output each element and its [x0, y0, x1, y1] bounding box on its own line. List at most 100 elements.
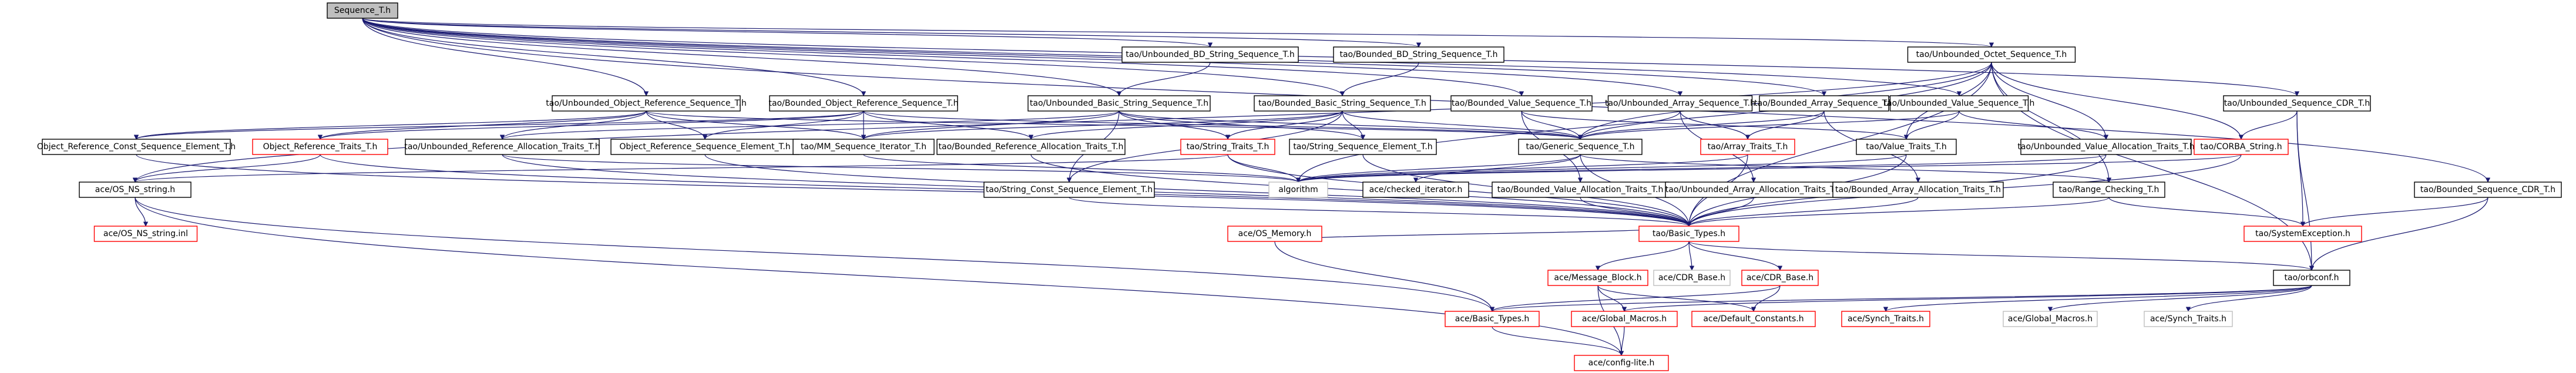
node-n28[interactable]: algorithm — [1268, 182, 1328, 198]
edge-n3-to-n26 — [1991, 62, 2244, 140]
node-label: ace/config-lite.h — [1588, 358, 1655, 368]
node-n24[interactable]: tao/Value_Traits_T.h — [1856, 139, 1957, 155]
node-n43[interactable]: ace/Basic_Types.h — [1445, 311, 1540, 327]
node-label: tao/Array_Traits_T.h — [1708, 142, 1788, 152]
node-label: Object_Reference_Traits_T.h — [263, 142, 378, 152]
node-n5[interactable]: tao/Bounded_Object_Reference_Sequence_T.… — [768, 95, 959, 112]
node-n25[interactable]: tao/Unbounded_Value_Allocation_Traits_T.… — [2017, 139, 2195, 155]
node-n29[interactable]: ace/checked_iterator.h — [1362, 182, 1469, 198]
node-n14[interactable]: Object_Reference_Traits_T.h — [252, 139, 388, 155]
edge-n40-to-n43 — [1489, 285, 1781, 312]
node-label: ace/CDR_Base.h — [1747, 273, 1813, 283]
node-label: tao/Generic_Sequence_T.h — [1526, 142, 1635, 152]
node-n26[interactable]: tao/CORBA_String.h — [2194, 139, 2289, 155]
node-box — [1362, 182, 1469, 198]
node-box — [1841, 311, 1930, 327]
node-n1[interactable]: tao/Unbounded_BD_String_Sequence_T.h — [1121, 46, 1299, 63]
node-label: Sequence_T.h — [334, 6, 391, 15]
node-box — [1333, 46, 1504, 63]
node-box — [1700, 139, 1795, 155]
node-n15[interactable]: tao/Unbounded_Reference_Allocation_Trait… — [404, 139, 600, 155]
edge-n36-to-n43 — [1274, 241, 1495, 312]
node-n12[interactable]: tao/Unbounded_Sequence_CDR_T.h — [2223, 95, 2371, 112]
node-n48[interactable]: ace/Synch_Traits.h — [2144, 311, 2233, 327]
node-n22[interactable]: tao/Generic_Sequence_T.h — [1518, 139, 1643, 155]
node-n19[interactable]: tao/String_Traits_T.h — [1180, 139, 1275, 155]
edge-n40-to-n44 — [1751, 285, 1781, 312]
node-label: ace/Basic_Types.h — [1455, 314, 1529, 324]
node-box — [1832, 182, 2004, 198]
edge-n3-to-n33 — [1991, 62, 2112, 183]
node-label: Object_Reference_Sequence_Element_T.h — [619, 142, 790, 152]
edge-n25-to-n28 — [1296, 154, 2107, 183]
node-box — [405, 139, 600, 155]
node-n37[interactable]: tao/Basic_Types.h — [1638, 226, 1739, 242]
node-box — [1638, 226, 1739, 242]
edge-n3-to-n25 — [1991, 62, 2109, 140]
node-box — [2414, 182, 2562, 198]
edge-n24-to-n28 — [1296, 154, 1907, 183]
node-n35[interactable]: ace/OS_NS_string.inl — [93, 226, 198, 242]
node-n18[interactable]: tao/Bounded_Reference_Allocation_Traits_… — [936, 139, 1126, 155]
node-n36[interactable]: ace/OS_Memory.h — [1227, 226, 1322, 242]
edge-n42-to-n45 — [1622, 285, 2312, 312]
node-box — [1268, 182, 1328, 198]
edge-n14-to-n27 — [132, 154, 321, 183]
node-n6[interactable]: tao/Unbounded_Basic_String_Sequence_T.h — [1027, 95, 1211, 112]
edge-n6-to-n21 — [1119, 110, 1366, 140]
node-n7[interactable]: tao/Bounded_Basic_String_Sequence_T.h — [1254, 95, 1431, 112]
edge-n27-to-n35 — [135, 197, 149, 227]
node-n8[interactable]: tao/Bounded_Value_Sequence_T.h — [1450, 95, 1593, 112]
node-label: algorithm — [1278, 185, 1318, 194]
node-n4[interactable]: tao/Unbounded_Object_Reference_Sequence_… — [546, 95, 747, 112]
node-n44[interactable]: ace/Default_Constants.h — [1691, 311, 1816, 327]
edge-n0-to-n7 — [362, 18, 1345, 96]
node-n3[interactable]: tao/Unbounded_Octet_Sequence_T.h — [1907, 46, 2076, 63]
node-n31[interactable]: tao/Unbounded_Array_Allocation_Traits_T.… — [1665, 182, 1842, 198]
node-box — [1289, 139, 1437, 155]
node-label: tao/Bounded_BD_String_Sequence_T.h — [1339, 50, 1497, 59]
node-n41[interactable]: ace/Message_Block.h — [1547, 270, 1648, 286]
edge-n27-to-n49 — [135, 197, 1624, 356]
edge-n42-to-n46 — [1883, 285, 2312, 312]
node-box — [1227, 226, 1322, 242]
node-n34[interactable]: tao/Bounded_Sequence_CDR_T.h — [2414, 182, 2562, 198]
node-n38[interactable]: tao/SystemException.h — [2243, 226, 2362, 242]
node-n30[interactable]: tao/Bounded_Value_Allocation_Traits_T.h — [1492, 182, 1669, 198]
node-n17[interactable]: tao/MM_Sequence_Iterator_T.h — [792, 139, 935, 155]
node-label: tao/Unbounded_Reference_Allocation_Trait… — [404, 142, 600, 152]
node-n49[interactable]: ace/config-lite.h — [1574, 355, 1669, 371]
node-n40[interactable]: ace/CDR_Base.h — [1741, 270, 1819, 286]
edge-n20-to-n37 — [1069, 197, 1691, 227]
edge-n37-to-n40 — [1688, 241, 1783, 271]
node-n39[interactable]: ace/CDR_Base.h — [1653, 270, 1731, 286]
node-box — [252, 139, 388, 155]
node-n2[interactable]: tao/Bounded_BD_String_Sequence_T.h — [1333, 46, 1504, 63]
node-n20[interactable]: tao/String_Const_Sequence_Element_T.h — [983, 182, 1155, 198]
node-n32[interactable]: tao/Bounded_Array_Allocation_Traits_T.h — [1832, 182, 2004, 198]
node-n13[interactable]: Object_Reference_Const_Sequence_Element_… — [37, 139, 236, 155]
node-n16[interactable]: Object_Reference_Sequence_Element_T.h — [610, 139, 800, 155]
node-n42[interactable]: tao/orbconf.h — [2273, 270, 2350, 286]
node-label: ace/Global_Macros.h — [1582, 314, 1667, 324]
edge-n0-to-n10 — [362, 18, 1826, 96]
edge-n31-to-n37 — [1686, 197, 1754, 227]
node-box — [1574, 355, 1669, 371]
node-n11[interactable]: tao/Unbounded_Value_Sequence_T.h — [1884, 95, 2035, 112]
node-label: ace/OS_NS_string.inl — [103, 229, 188, 238]
node-n33[interactable]: tao/Range_Checking_T.h — [2053, 182, 2165, 198]
node-n21[interactable]: tao/String_Sequence_Element_T.h — [1289, 139, 1437, 155]
node-label: tao/CORBA_String.h — [2200, 142, 2282, 152]
node-n9[interactable]: tao/Unbounded_Array_Sequence_T.h — [1605, 95, 1755, 112]
edge-n12-to-n26 — [2238, 110, 2298, 140]
node-n46[interactable]: ace/Synch_Traits.h — [1841, 311, 1930, 327]
node-box — [1445, 311, 1540, 327]
node-n47[interactable]: ace/Global_Macros.h — [2003, 311, 2098, 327]
node-n10[interactable]: tao/Bounded_Array_Sequence_T.h — [1754, 95, 1894, 112]
node-n23[interactable]: tao/Array_Traits_T.h — [1700, 139, 1795, 155]
node-n27[interactable]: ace/OS_NS_string.h — [79, 182, 192, 198]
node-label: tao/Bounded_Object_Reference_Sequence_T.… — [768, 99, 958, 108]
node-n45[interactable]: ace/Global_Macros.h — [1571, 311, 1678, 327]
edge-n3-to-n27 — [133, 62, 1992, 183]
